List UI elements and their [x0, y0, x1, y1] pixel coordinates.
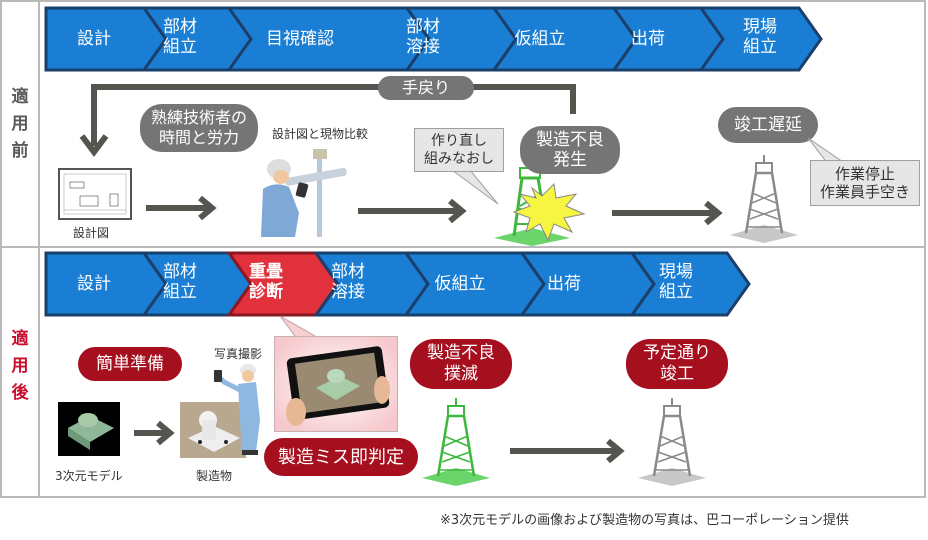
defect-occurs-bubble: 製造不良 発生 [520, 126, 620, 174]
side-char: 用 [11, 356, 29, 376]
defect-eliminated-bubble: 製造不良 撲滅 [410, 339, 512, 389]
work-stop-callout: 作業停止 作業員手空き [810, 160, 920, 206]
before-side-divider [38, 0, 40, 248]
flow-arrow [612, 200, 723, 226]
step-label: 出荷 [631, 29, 665, 49]
step-label: 部材 溶接 [406, 17, 440, 57]
gray-tower-image [730, 155, 798, 243]
3d-model-image [58, 402, 120, 456]
stop-callout-tail [808, 138, 847, 164]
worker-photographing-image [214, 364, 260, 455]
product-photo-image [180, 402, 246, 458]
after-process-flow [44, 251, 751, 317]
explosion-icon [512, 182, 586, 242]
tablet-image [274, 336, 398, 432]
process-step-site-assembly [698, 6, 823, 72]
step-label-highlighted: 重畳 診断 [249, 262, 283, 302]
green-tower-defect-image [494, 167, 586, 246]
step-label: 部材 組立 [163, 17, 197, 57]
rework-label: 手戻り [378, 76, 474, 100]
before-side-label: 適 用 前 [2, 84, 38, 165]
gray-tower-image [638, 398, 706, 486]
worker-inspecting-image [261, 149, 347, 237]
side-char: 後 [11, 383, 29, 403]
redo-callout-tail [451, 170, 499, 205]
drawing-caption: 設計図 [73, 226, 110, 240]
step-label: 設計 [77, 274, 111, 294]
step-label: 出荷 [547, 274, 581, 294]
step-label: 設計 [77, 29, 111, 49]
rework-loop-arrow [79, 84, 576, 157]
compare-caption: 設計図と現物比較 [272, 127, 369, 141]
flow-arrow [134, 420, 175, 446]
after-side-divider [38, 246, 40, 498]
photo-caption: 写真撮影 [214, 347, 263, 361]
completion-delay-bubble: 竣工遅延 [718, 107, 818, 143]
3d-model-caption: 3次元モデル [55, 469, 123, 483]
instant-judgement-bubble: 製造ミス即判定 [264, 438, 418, 476]
green-tower-image [422, 398, 490, 486]
on-schedule-bubble: 予定通り 竣工 [626, 339, 728, 389]
side-char: 適 [11, 87, 29, 107]
step-label: 目視確認 [266, 29, 334, 49]
product-caption: 製造物 [196, 469, 233, 483]
step-label: 仮組立 [514, 29, 566, 49]
side-char: 用 [11, 114, 29, 134]
easy-prep-bubble: 簡単準備 [78, 347, 182, 381]
redo-callout: 作り直し 組みなおし [414, 128, 504, 172]
flow-arrow [146, 195, 217, 221]
step-label: 部材 組立 [163, 262, 197, 302]
side-char: 前 [11, 141, 29, 161]
flow-arrow [510, 438, 625, 464]
step-label: 現場 組立 [743, 17, 777, 57]
footnote: ※3次元モデルの画像および製造物の写真は、巴コーポレーション提供 [440, 513, 849, 528]
step-label: 現場 組立 [659, 262, 693, 302]
after-side-label: 適 用 後 [2, 326, 38, 407]
before-process-flow [44, 6, 823, 72]
tablet-callout-tail [279, 316, 324, 340]
step-label: 仮組立 [434, 274, 486, 294]
step-label: 部材 溶接 [331, 262, 365, 302]
design-drawing-image [58, 168, 132, 220]
skilled-effort-bubble: 熟練技術者の 時間と労力 [140, 104, 258, 152]
side-char: 適 [11, 329, 29, 349]
process-step-site-assembly [629, 251, 751, 317]
flow-arrow [358, 198, 467, 224]
